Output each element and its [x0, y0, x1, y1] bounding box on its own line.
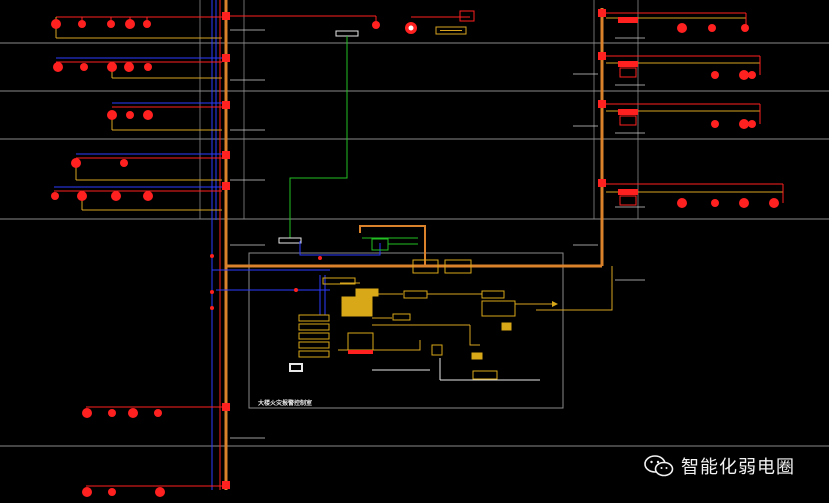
riser-markers [210, 254, 322, 310]
fire-bell-box [459, 10, 475, 22]
floor4-devices [71, 158, 128, 168]
floor-lines [0, 42, 829, 447]
floor-lower1-devices [82, 408, 162, 418]
top-middle-detector [372, 21, 380, 29]
right-f4-devices [677, 198, 779, 208]
column-guides [199, 0, 639, 219]
watermark-text: 智能化弱电圈 [681, 457, 795, 478]
control-room-boundary [248, 252, 564, 409]
floor2-devices [53, 62, 152, 72]
floor3-branch [111, 102, 222, 131]
top-middle-branch [230, 15, 377, 24]
green-signal-line [289, 36, 348, 238]
floor4-branch [75, 153, 222, 181]
watermark: 智能化弱电圈 [643, 453, 795, 479]
floor1-devices [51, 19, 151, 29]
right-f3-devices [711, 119, 756, 129]
main-trunk [224, 0, 604, 490]
left-riser-blue [211, 0, 217, 490]
panel-red-strip [348, 350, 373, 354]
floor5-devices [51, 191, 153, 201]
arrow-head [552, 301, 558, 307]
right-f1-devices [677, 23, 749, 33]
right-f1-module [618, 17, 638, 23]
wechat-icon [644, 455, 674, 477]
module-box-top [335, 30, 359, 37]
trunk-junctions [222, 9, 606, 489]
right-f2-devices [711, 70, 756, 80]
control-room-equipment [289, 259, 516, 380]
floor-lower2-devices [82, 487, 165, 497]
riser-leader-lines [230, 29, 645, 439]
floor3-devices [107, 110, 153, 120]
control-room-label: 大楼火灾报警控制室 [258, 400, 313, 407]
control-room-wiring [212, 237, 613, 381]
module-box-mid [278, 237, 302, 244]
panel-small [435, 26, 467, 35]
